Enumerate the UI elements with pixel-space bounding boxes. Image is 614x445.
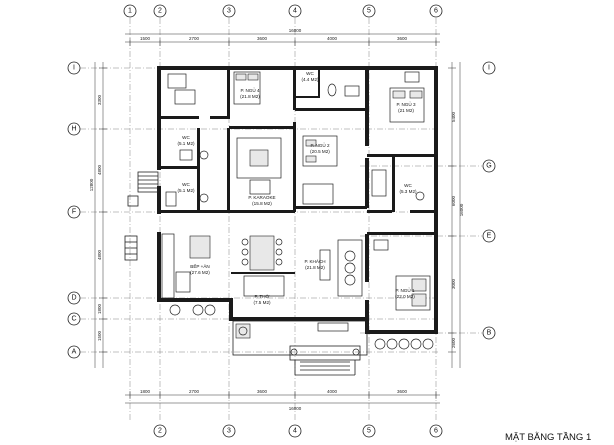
dim-top-4: 4000 [327,36,338,41]
column-bubbles-bottom: 2 3 4 5 6 [153,424,443,438]
row-bubbles-right: I G E B [482,61,496,340]
room-tho-name: P. THỜ [254,293,269,299]
room-karaoke-area: (15.8 M2) [252,201,272,206]
col-bubble-5-top: 5 [367,8,371,15]
room-wc4-name: WC [404,183,412,188]
room-ngu3-name: P. NGỦ 3 [396,101,416,107]
right-dimensions: 5400 6000 3000 2600 16000 [448,62,464,368]
walls [157,66,438,334]
room-wc1-area: (4.4 M2) [301,77,319,82]
dim-top-total: 16000 [289,28,302,33]
dim-right-4: 2600 [451,337,456,348]
dim-right-total: 16000 [459,203,464,216]
room-ngu1-name: P. NGỦ 1 [395,287,415,293]
col-bubble-4-bottom: 4 [293,428,297,435]
dim-bottom-3: 3600 [257,389,268,394]
room-khach-area: (21.8 M2) [305,265,325,270]
left-dimensions: 3300 4800 4800 1800 1500 12800 [89,62,107,368]
room-karaoke-name: P. KARAOKE [248,195,275,200]
room-wc2-name: WC [182,135,190,140]
col-bubble-1-top: 1 [128,8,132,15]
room-khach-name: P. KHÁCH [304,258,325,264]
col-bubble-2-top: 2 [158,8,162,15]
room-ngu2-name: P. NGỦ 2 [310,142,330,148]
row-bubble-G-right: G [486,163,491,170]
dim-top-5: 3600 [397,36,408,41]
dim-bottom-1: 1800 [140,389,151,394]
row-bubbles-left: I H F D C A [67,61,81,359]
room-bep-area: (27.6 M2) [190,270,210,275]
top-dimensions: 1500 2700 3600 4000 3600 16000 [125,28,440,46]
dim-top-1: 1500 [140,36,151,41]
bottom-dimensions: 1800 2700 3600 4000 3600 16000 [125,389,440,411]
dim-bottom-2: 2700 [189,389,200,394]
col-bubble-6-bottom: 6 [434,428,438,435]
col-bubble-5-bottom: 5 [367,428,371,435]
col-bubble-2-bottom: 2 [158,428,162,435]
col-bubble-6-top: 6 [434,8,438,15]
col-bubble-3-top: 3 [227,8,231,15]
windows [170,66,437,333]
furniture [161,71,431,311]
row-bubble-D: D [71,295,76,302]
drawing-title: MẶT BẰNG TẦNG 1 [505,432,591,443]
dim-left-4: 1800 [97,303,102,314]
dim-left-2: 4800 [97,164,102,175]
front-porch [169,304,434,376]
col-bubble-4-top: 4 [293,8,297,15]
grid-axes [80,18,482,420]
dim-left-total: 12800 [89,178,94,191]
row-bubble-I: I [73,65,75,72]
room-wc2-area: (5.1 M2) [177,141,195,146]
room-bep-name: BẾP +ĂN [190,263,209,269]
dim-right-2: 6000 [451,195,456,206]
room-ngu4-area: (21.8 M2) [240,94,260,99]
dim-top-2: 2700 [189,36,200,41]
row-bubble-B-right: B [487,330,492,337]
dim-left-3: 4800 [97,249,102,260]
room-wc4-area: (5.3 M2) [399,189,417,194]
dim-top-3: 3600 [257,36,268,41]
dim-right-1: 5400 [451,111,456,122]
room-ngu4-name: P. NGỦ 4 [240,87,260,93]
dim-left-1: 3300 [97,94,102,105]
dim-bottom-5: 3600 [397,389,408,394]
room-wc3-area: (5.1 M2) [177,188,195,193]
col-bubble-3-bottom: 3 [227,428,231,435]
dim-left-5: 1500 [97,330,102,341]
left-entrance-steps [124,171,159,261]
column-bubbles-top: 1 2 3 4 5 6 [123,4,443,18]
room-ngu2-area: (20.5 M2) [310,149,330,154]
room-ngu3-area: (21 M2) [398,108,414,113]
row-bubble-H: H [71,126,76,133]
room-labels: WC (4.4 M2) P. NGỦ 4 (21.8 M2) P. NGỦ 3 … [177,71,417,305]
row-bubble-E-right: E [487,233,492,240]
row-bubble-C: C [71,316,76,323]
dim-bottom-total: 16000 [289,406,302,411]
row-bubble-I-right: I [488,65,490,72]
dim-bottom-4: 4000 [327,389,338,394]
room-tho-area: (7.5 M2) [253,300,271,305]
dim-right-3: 3000 [451,278,456,289]
row-bubble-A: A [72,349,77,356]
room-ngu1-area: (22.0 M2) [395,294,415,299]
room-wc3-name: WC [182,182,190,187]
room-wc1-name: WC [306,71,314,76]
row-bubble-F: F [72,209,76,216]
